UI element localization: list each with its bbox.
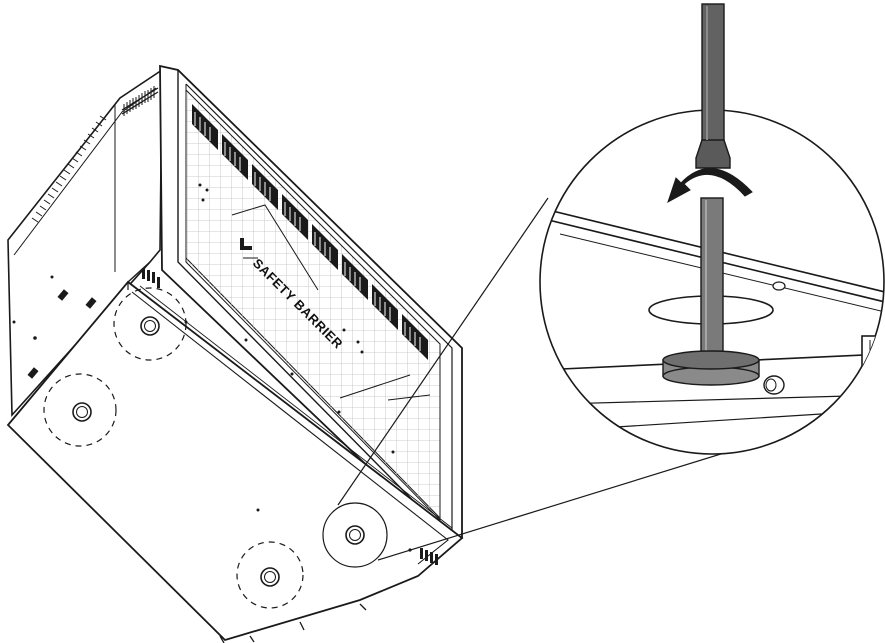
leveling-foot-4-highlighted xyxy=(322,502,388,568)
interior-lines xyxy=(231,204,431,401)
screwdriver-tool xyxy=(695,3,731,169)
bottom-vents xyxy=(142,268,438,565)
foot-1-pad xyxy=(140,316,160,336)
callout-detail xyxy=(539,109,885,455)
side-panel-vents xyxy=(12,86,159,379)
mesh-dots xyxy=(198,183,364,354)
foot-2-pad xyxy=(72,402,92,422)
bottom-panel-details xyxy=(219,603,367,643)
leveling-foot-1 xyxy=(113,287,187,361)
leveling-foot-3 xyxy=(236,541,304,609)
louvre-highlights xyxy=(194,112,421,351)
bottom-panel-dots xyxy=(184,320,412,552)
side-panel xyxy=(7,68,163,418)
safety-barrier-mesh xyxy=(185,88,441,522)
rotation-arrow-icon xyxy=(667,168,753,204)
leveling-foot-2 xyxy=(43,373,117,447)
foot-3-pad xyxy=(260,567,280,587)
foot-pad xyxy=(662,350,760,386)
screw-head xyxy=(763,375,785,395)
foot-4-pad xyxy=(345,525,365,545)
callout-leader-lines xyxy=(337,197,751,561)
foot-shaft xyxy=(700,197,724,359)
label-bracket-icon xyxy=(240,238,252,250)
